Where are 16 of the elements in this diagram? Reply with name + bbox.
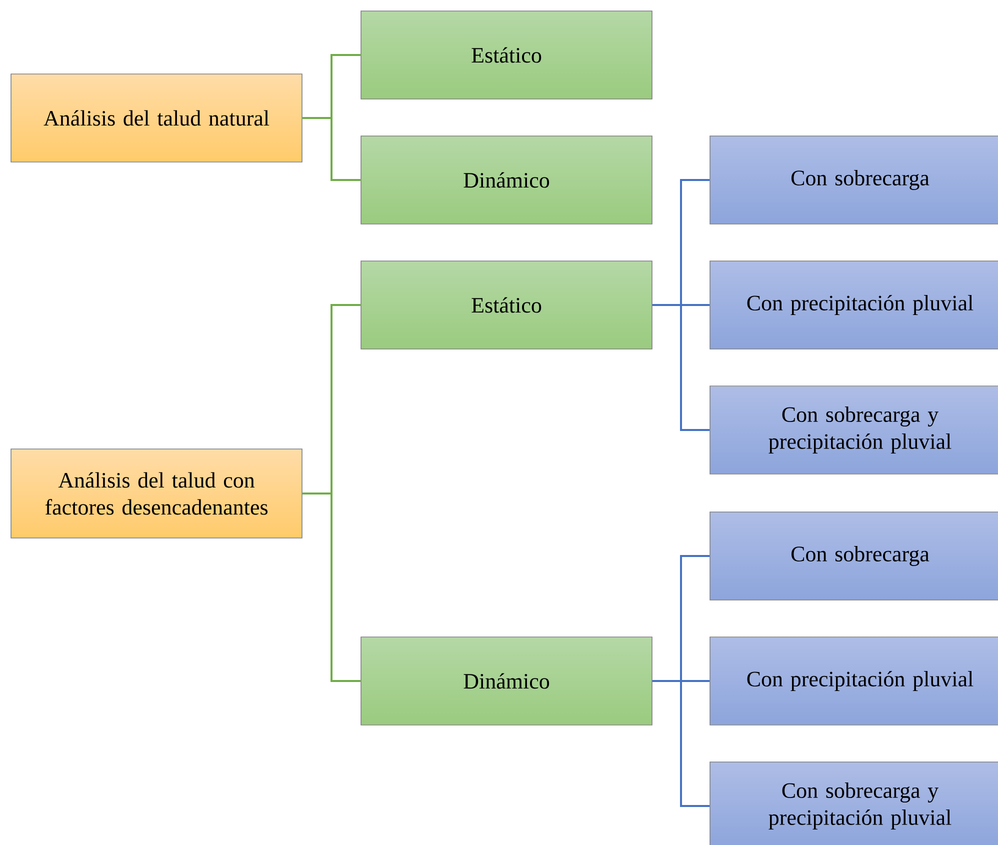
method-box: Estático [360, 260, 652, 350]
method-box: Dinámico [360, 636, 652, 726]
condition-box: Con sobrecarga y precipitación pluvial [710, 762, 998, 845]
connector [652, 680, 710, 807]
condition-box: Con sobrecarga [710, 136, 998, 224]
condition-box: Con sobrecarga [710, 512, 998, 600]
analysis-box: Análisis del talud con factores desencadenantes [10, 448, 302, 538]
condition-box: Con sobrecarga y precipitación pluvial [710, 386, 998, 474]
condition-box: Con precipitación pluvial [710, 636, 998, 726]
connector [652, 304, 710, 431]
method-box: Estático [360, 10, 652, 100]
method-box: Dinámico [360, 136, 652, 224]
connector [302, 492, 361, 682]
analysis-box: Análisis del talud natural [10, 74, 302, 162]
connector [302, 117, 361, 181]
condition-box: Con precipitación pluvial [710, 260, 998, 350]
